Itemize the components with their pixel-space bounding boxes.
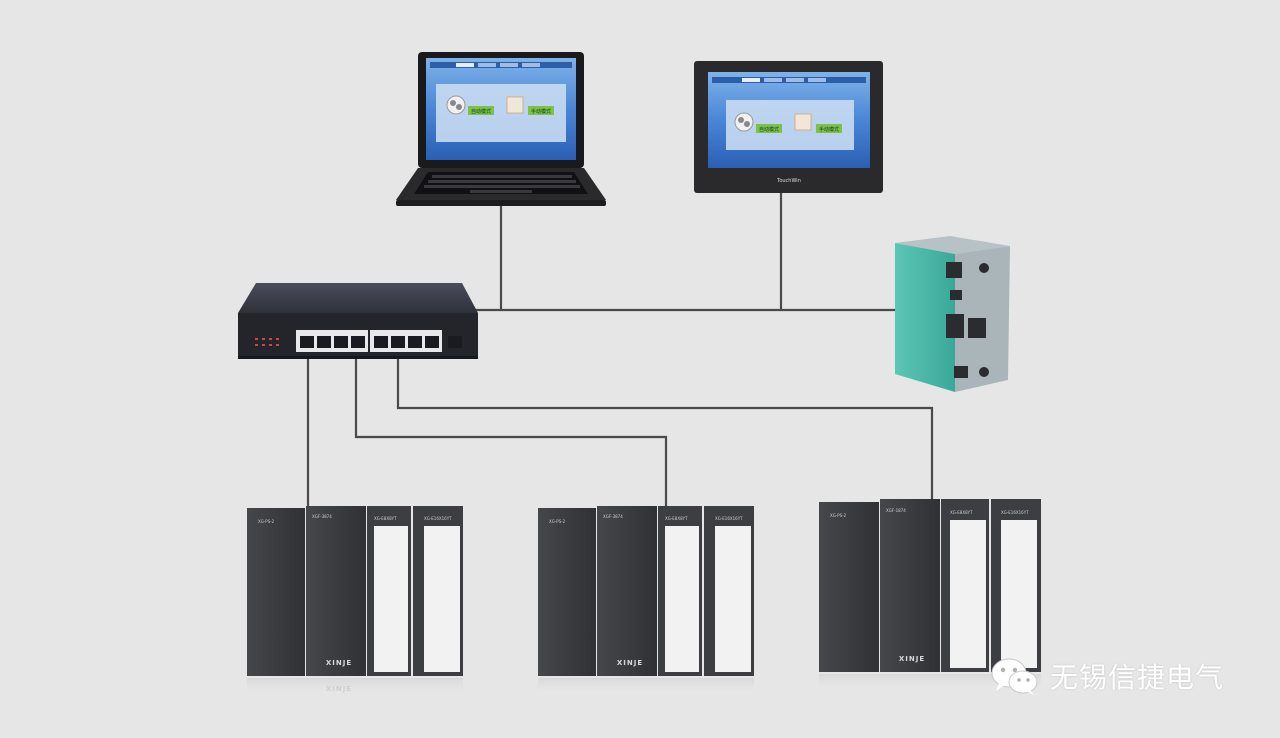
watermark-text: 无锡信捷电气 xyxy=(1050,656,1224,696)
plc-rack-1-module-1-label: XG-PS-2 xyxy=(258,519,275,524)
gateway-antenna-connector-1 xyxy=(979,263,989,273)
laptop-tab-2 xyxy=(478,63,496,67)
hmi-brand-label: TouchWin xyxy=(776,178,801,184)
laptop-tab-4 xyxy=(522,63,540,67)
plc-rack-1-brand: XINJE xyxy=(326,659,352,667)
laptop-manual-button-label: 手动模式 xyxy=(531,108,551,115)
hmi-tab-2 xyxy=(764,78,782,82)
hmi-tab-3 xyxy=(786,78,804,82)
plc-rack-1-module-3-label: XG-E8X8YT xyxy=(374,516,397,521)
network-gateway xyxy=(895,236,1010,392)
switch-uplink-port[interactable] xyxy=(448,336,462,348)
hmi-panel: 自动模式 手动模式 TouchWin xyxy=(694,61,883,193)
switch-port-8[interactable] xyxy=(425,336,439,348)
plc-rack-3-brand: XINJE xyxy=(899,655,925,663)
plc-rack-3-module-4-label: XG-E16X16YT xyxy=(1001,510,1029,515)
plc-rack-2-module-3-label: XG-E8X8YT xyxy=(665,516,688,521)
switch-port-2[interactable] xyxy=(317,336,331,348)
laptop-front-edge xyxy=(396,200,606,206)
switch-port-3[interactable] xyxy=(334,336,348,348)
cable-plc-2 xyxy=(356,348,666,508)
plc-rack-3-cpu-module xyxy=(880,499,940,672)
hmi-manual-button-label: 手动模式 xyxy=(819,126,839,133)
hmi-manual-icon xyxy=(795,114,811,130)
plc-rack-2-brand: XINJE xyxy=(617,659,643,667)
plc-rack-2-module-2-label: XGF-3874 xyxy=(603,514,623,519)
plc-rack-3-power-module xyxy=(819,502,879,672)
plc-rack-3-module-3-label: XG-E8X8YT xyxy=(950,510,973,515)
laptop-auto-icon xyxy=(447,96,465,114)
plc-rack-1-module-2-label: XGF-3874 xyxy=(312,514,332,519)
plc-rack-2-module-1-label: XG-PS-2 xyxy=(549,519,566,524)
wechat-icon xyxy=(990,656,1040,696)
laptop: 自动模式 手动模式 xyxy=(396,52,606,206)
switch-port-7[interactable] xyxy=(408,336,422,348)
plc-rack-3-module-1-label: XG-PS-2 xyxy=(830,513,847,518)
hmi-tab-1 xyxy=(742,78,760,82)
switch-port-6[interactable] xyxy=(391,336,405,348)
hmi-tab-4 xyxy=(808,78,826,82)
switch-port-1[interactable] xyxy=(300,336,314,348)
laptop-manual-icon xyxy=(507,97,523,113)
plc-rack-1-power-module xyxy=(247,508,305,676)
ethernet-switch xyxy=(238,283,478,359)
plc-rack-1: XG-PS-2 XGF-3874 XG-E8X8YT XG-E16X16YT X… xyxy=(247,506,463,696)
plc-rack-2-power-module xyxy=(538,508,596,676)
plc-rack-2-module-4-label: XG-E16X16YT xyxy=(715,516,743,521)
watermark: 无锡信捷电气 xyxy=(990,652,1224,700)
switch-port-4[interactable] xyxy=(351,336,365,348)
plc-rack-1-cpu-module xyxy=(306,506,366,676)
laptop-auto-button-label: 自动模式 xyxy=(471,108,491,115)
plc-rack-1-reflection-brand: XINJE xyxy=(326,685,352,693)
hmi-auto-icon xyxy=(735,113,753,131)
hmi-auto-button-label: 自动模式 xyxy=(759,126,779,133)
laptop-tab-1 xyxy=(456,63,474,67)
plc-rack-1-module-4-label: XG-E16X16YT xyxy=(424,516,452,521)
laptop-tab-3 xyxy=(500,63,518,67)
plc-rack-2-cpu-module xyxy=(597,506,657,676)
plc-rack-1-reflection xyxy=(247,678,463,696)
plc-rack-2: XG-PS-2 XGF-3874 XG-E8X8YT XG-E16X16YT X… xyxy=(538,506,754,694)
gateway-antenna-connector-2 xyxy=(979,367,989,377)
switch-ports xyxy=(300,336,462,348)
plc-rack-3-module-2-label: XGF-1874 xyxy=(886,508,906,513)
plc-rack-2-reflection xyxy=(538,678,754,694)
switch-top xyxy=(238,283,478,313)
switch-port-5[interactable] xyxy=(374,336,388,348)
